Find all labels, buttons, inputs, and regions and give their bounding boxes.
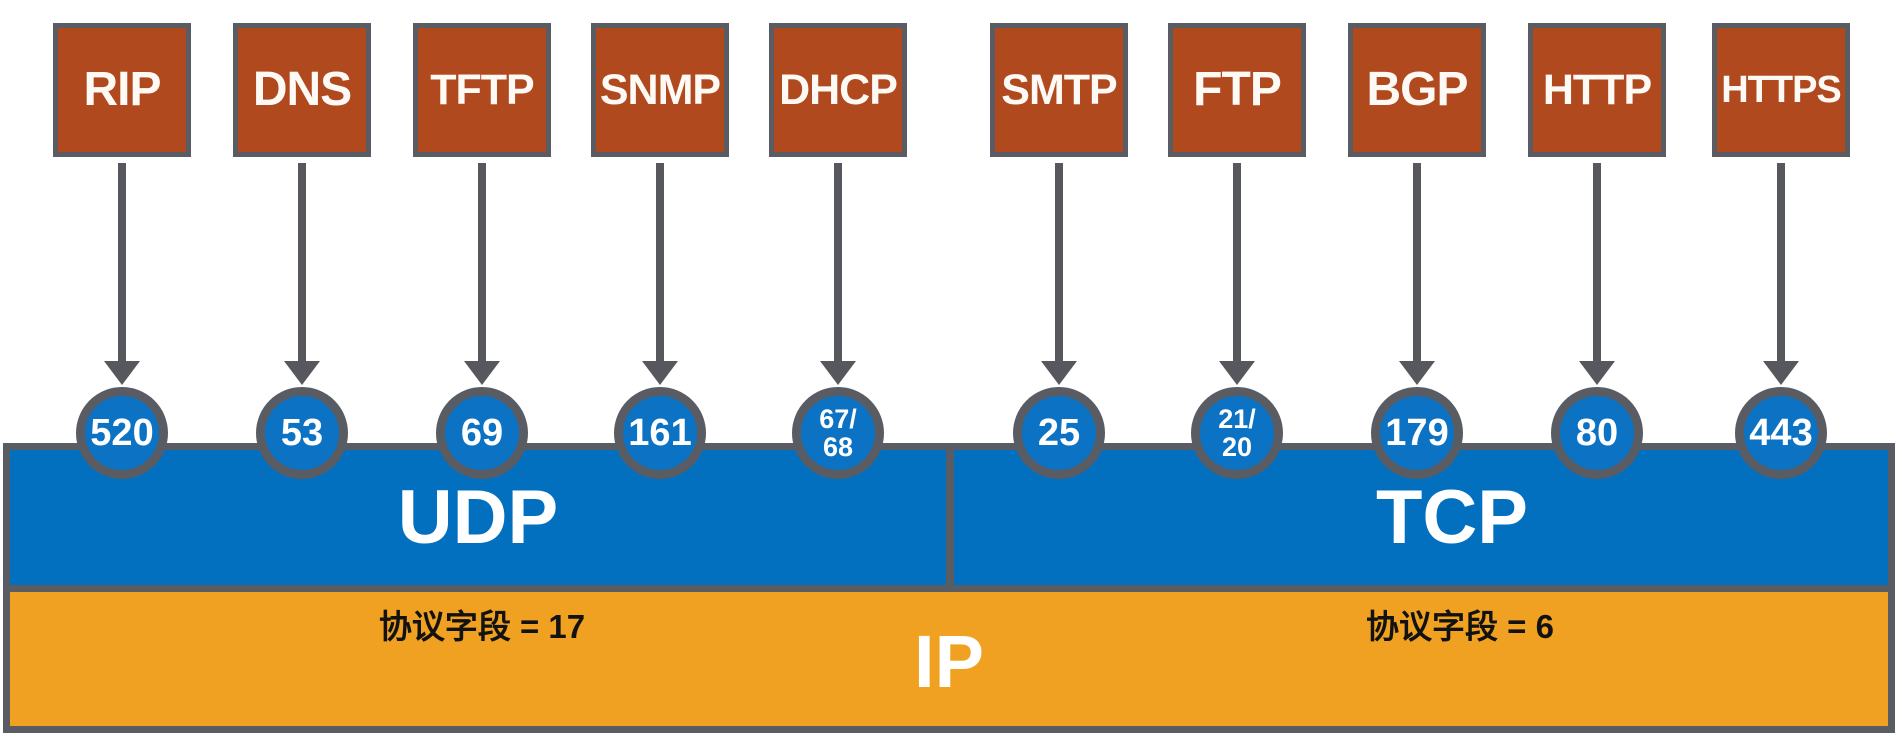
port-circle: 80 xyxy=(1551,387,1643,479)
arrow-head-icon xyxy=(642,361,678,385)
protocol-box: RIP xyxy=(53,23,191,157)
port-circle: 25 xyxy=(1013,387,1105,479)
tcp-label: TCP xyxy=(1376,474,1528,560)
protocol-label: BGP xyxy=(1366,63,1468,116)
network-layer-bar: 协议字段 = 17 协议字段 = 6 IP xyxy=(10,592,1888,726)
arrow-down-icon xyxy=(656,163,664,363)
port-circle: 161 xyxy=(614,387,706,479)
arrow-down-icon xyxy=(1777,163,1785,363)
port-circle: 179 xyxy=(1371,387,1463,479)
arrow-head-icon xyxy=(1041,361,1077,385)
protocol-label: HTTPS xyxy=(1721,69,1842,111)
port-circle: 21/ 20 xyxy=(1191,387,1283,479)
protocol-column: BGP 179 xyxy=(1348,23,1486,483)
arrow-head-icon xyxy=(1763,361,1799,385)
port-circle: 67/ 68 xyxy=(792,387,884,479)
arrow-down-icon xyxy=(1055,163,1063,363)
port-number: 69 xyxy=(460,412,504,454)
udp-protocol-field: 协议字段 = 17 xyxy=(378,608,586,645)
arrow-down-icon xyxy=(1413,163,1421,363)
arrow-down-icon xyxy=(1233,163,1241,363)
udp-label: UDP xyxy=(397,474,559,560)
protocol-label: SNMP xyxy=(599,65,721,114)
protocol-box: FTP xyxy=(1168,23,1306,157)
port-number: 80 xyxy=(1575,412,1619,454)
protocol-column: SNMP 161 xyxy=(591,23,729,483)
port-number: 67/ 68 xyxy=(819,403,857,462)
tcp-section: TCP xyxy=(954,450,1888,585)
port-number: 443 xyxy=(1749,412,1813,454)
arrow-down-icon xyxy=(298,163,306,363)
protocol-box: HTTPS xyxy=(1712,23,1850,157)
port-circle: 69 xyxy=(436,387,528,479)
port-circle: 53 xyxy=(256,387,348,479)
protocol-box: SNMP xyxy=(591,23,729,157)
protocol-label: TFTP xyxy=(430,65,534,114)
arrow-head-icon xyxy=(1219,361,1255,385)
port-circle: 443 xyxy=(1735,387,1827,479)
layer-stack: UDP TCP 协议字段 = 17 协议字段 = 6 IP xyxy=(3,443,1895,733)
protocol-box: SMTP xyxy=(990,23,1128,157)
arrow-head-icon xyxy=(1579,361,1615,385)
protocol-column: RIP 520 xyxy=(53,23,191,483)
protocol-label: RIP xyxy=(83,63,161,116)
arrow-head-icon xyxy=(104,361,140,385)
udp-tcp-divider xyxy=(946,450,954,585)
protocol-label: DNS xyxy=(252,63,352,116)
port-number: 179 xyxy=(1385,412,1449,454)
port-circle: 520 xyxy=(76,387,168,479)
protocol-box: DNS xyxy=(233,23,371,157)
protocol-column: SMTP 25 xyxy=(990,23,1128,483)
port-number: 21/ 20 xyxy=(1218,403,1256,462)
port-number: 53 xyxy=(280,412,324,454)
arrow-down-icon xyxy=(1593,163,1601,363)
arrow-head-icon xyxy=(820,361,856,385)
protocol-column: DNS 53 xyxy=(233,23,371,483)
protocol-box: HTTP xyxy=(1528,23,1666,157)
protocol-column: HTTPS 443 xyxy=(1712,23,1850,483)
tcp-protocol-field: 协议字段 = 6 xyxy=(1366,608,1554,645)
arrow-down-icon xyxy=(834,163,842,363)
protocol-label: FTP xyxy=(1193,63,1282,116)
protocol-column: TFTP 69 xyxy=(413,23,551,483)
port-number: 520 xyxy=(90,412,154,454)
arrow-head-icon xyxy=(1399,361,1435,385)
protocol-label: DHCP xyxy=(779,65,898,114)
protocol-label: HTTP xyxy=(1542,65,1652,114)
arrow-down-icon xyxy=(478,163,486,363)
ip-label: IP xyxy=(914,620,984,703)
protocol-box: TFTP xyxy=(413,23,551,157)
udp-section: UDP xyxy=(10,450,946,585)
protocol-label: SMTP xyxy=(1001,65,1117,114)
protocol-box: BGP xyxy=(1348,23,1486,157)
protocol-column: FTP 21/ 20 xyxy=(1168,23,1306,483)
arrow-head-icon xyxy=(464,361,500,385)
port-number: 161 xyxy=(628,412,692,454)
protocol-box: DHCP xyxy=(769,23,907,157)
protocol-column: HTTP 80 xyxy=(1528,23,1666,483)
arrow-down-icon xyxy=(118,163,126,363)
protocol-column: DHCP 67/ 68 xyxy=(769,23,907,483)
port-number: 25 xyxy=(1037,412,1081,454)
arrow-head-icon xyxy=(284,361,320,385)
